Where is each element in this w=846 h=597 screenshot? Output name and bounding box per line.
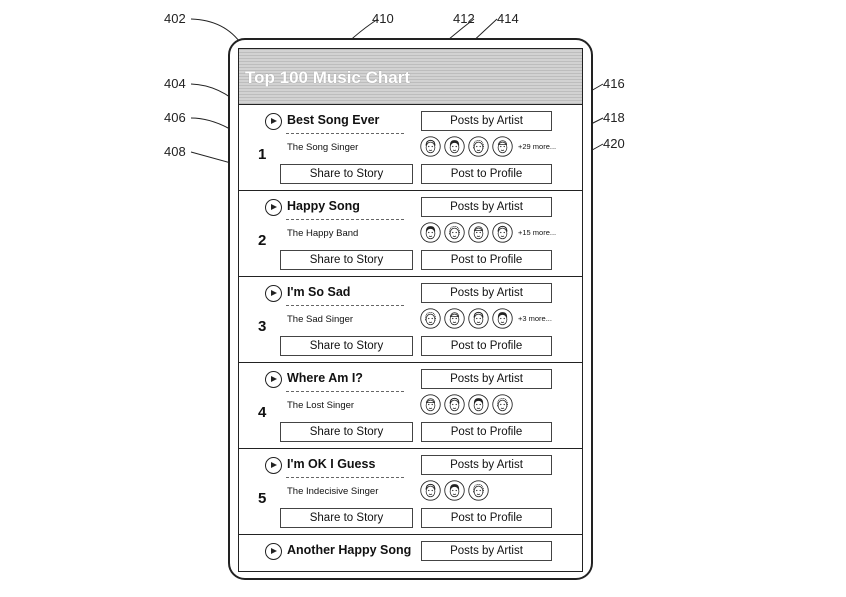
share-to-story-button[interactable]: Share to Story xyxy=(280,250,413,270)
play-icon[interactable] xyxy=(265,199,282,216)
face-avatar-icon[interactable] xyxy=(444,393,465,415)
page-title: Top 100 Music Chart xyxy=(245,68,410,87)
face-avatar-icon[interactable] xyxy=(444,479,465,501)
face-avatar-icon[interactable] xyxy=(468,135,489,157)
song-title[interactable]: Best Song Ever xyxy=(287,113,380,127)
divider-line xyxy=(286,391,404,392)
face-avatar-icon[interactable] xyxy=(420,135,441,157)
face-avatar-icon[interactable] xyxy=(420,479,441,501)
device-screen: Top 100 Music Chart Best Song Ever 1 The… xyxy=(238,48,583,572)
song-title[interactable]: Another Happy Song xyxy=(287,543,412,557)
artist-name[interactable]: The Lost Singer xyxy=(287,400,355,411)
share-to-story-button[interactable]: Share to Story xyxy=(280,422,413,442)
rank-number: 5 xyxy=(258,490,267,507)
artist-name[interactable]: The Happy Band xyxy=(287,228,359,239)
more-users-count[interactable]: +3 more... xyxy=(518,313,552,323)
face-avatar-icon[interactable] xyxy=(420,307,441,329)
post-to-profile-button[interactable]: Post to Profile xyxy=(421,336,552,356)
ref-406: 406 xyxy=(164,110,186,125)
user-avatars[interactable]: +3 more... xyxy=(420,307,552,329)
artist-name[interactable]: The Song Singer xyxy=(287,142,359,153)
share-to-story-button[interactable]: Share to Story xyxy=(280,164,413,184)
chart-entry: Best Song Ever 1 The Song Singer Posts b… xyxy=(239,105,582,191)
posts-by-artist-button[interactable]: Posts by Artist xyxy=(421,369,552,389)
post-to-profile-button[interactable]: Post to Profile xyxy=(421,508,552,528)
share-to-story-button[interactable]: Share to Story xyxy=(280,336,413,356)
play-icon[interactable] xyxy=(265,285,282,302)
face-avatar-icon[interactable] xyxy=(444,221,465,243)
more-users-count[interactable]: +15 more... xyxy=(518,227,557,237)
posts-by-artist-button[interactable]: Posts by Artist xyxy=(421,197,552,217)
face-avatar-icon[interactable] xyxy=(420,221,441,243)
ref-412: 412 xyxy=(453,11,475,26)
face-avatar-icon[interactable] xyxy=(420,393,441,415)
posts-by-artist-button[interactable]: Posts by Artist xyxy=(421,541,552,561)
face-avatar-icon[interactable] xyxy=(492,221,513,243)
ref-404: 404 xyxy=(164,76,186,91)
chart-entry: Another Happy Song Posts by Artist xyxy=(239,535,582,571)
rank-number: 1 xyxy=(258,146,267,163)
mobile-device-frame: Top 100 Music Chart Best Song Ever 1 The… xyxy=(228,38,593,580)
face-avatar-icon[interactable] xyxy=(444,307,465,329)
face-avatar-icon[interactable] xyxy=(468,307,489,329)
chart-entry: Where Am I? 4 The Lost Singer Posts by A… xyxy=(239,363,582,449)
posts-by-artist-button[interactable]: Posts by Artist xyxy=(421,283,552,303)
post-to-profile-button[interactable]: Post to Profile xyxy=(421,422,552,442)
posts-by-artist-button[interactable]: Posts by Artist xyxy=(421,455,552,475)
face-avatar-icon[interactable] xyxy=(468,393,489,415)
play-icon[interactable] xyxy=(265,371,282,388)
artist-name[interactable]: The Indecisive Singer xyxy=(287,486,379,497)
face-avatar-icon[interactable] xyxy=(444,135,465,157)
rank-number: 3 xyxy=(258,318,267,335)
post-to-profile-button[interactable]: Post to Profile xyxy=(421,250,552,270)
face-avatar-icon[interactable] xyxy=(492,307,513,329)
user-avatars[interactable] xyxy=(420,393,518,415)
ref-410: 410 xyxy=(372,11,394,26)
chart-entry: Happy Song 2 The Happy Band Posts by Art… xyxy=(239,191,582,277)
divider-line xyxy=(286,219,404,220)
ref-420: 420 xyxy=(603,136,625,151)
song-title[interactable]: Where Am I? xyxy=(287,371,363,385)
ref-402: 402 xyxy=(164,11,186,26)
play-icon[interactable] xyxy=(265,113,282,130)
divider-line xyxy=(286,133,404,134)
face-avatar-icon[interactable] xyxy=(468,221,489,243)
ref-408: 408 xyxy=(164,144,186,159)
song-title[interactable]: I'm OK I Guess xyxy=(287,457,376,471)
divider-line xyxy=(286,305,404,306)
share-to-story-button[interactable]: Share to Story xyxy=(280,508,413,528)
play-icon[interactable] xyxy=(265,543,282,560)
chart-header: Top 100 Music Chart xyxy=(239,49,582,105)
face-avatar-icon[interactable] xyxy=(492,393,513,415)
chart-entry: I'm So Sad 3 The Sad Singer Posts by Art… xyxy=(239,277,582,363)
face-avatar-icon[interactable] xyxy=(468,479,489,501)
user-avatars[interactable] xyxy=(420,479,494,501)
artist-name[interactable]: The Sad Singer xyxy=(287,314,354,325)
user-avatars[interactable]: +29 more... xyxy=(420,135,556,157)
user-avatars[interactable]: +15 more... xyxy=(420,221,556,243)
ref-418: 418 xyxy=(603,110,625,125)
divider-line xyxy=(286,477,404,478)
ref-416: 416 xyxy=(603,76,625,91)
more-users-count[interactable]: +29 more... xyxy=(518,141,557,151)
chart-entry: I'm OK I Guess 5 The Indecisive Singer P… xyxy=(239,449,582,535)
rank-number: 2 xyxy=(258,232,267,249)
song-title[interactable]: I'm So Sad xyxy=(287,285,351,299)
rank-number: 4 xyxy=(258,404,267,421)
face-avatar-icon[interactable] xyxy=(492,135,513,157)
posts-by-artist-button[interactable]: Posts by Artist xyxy=(421,111,552,131)
post-to-profile-button[interactable]: Post to Profile xyxy=(421,164,552,184)
song-title[interactable]: Happy Song xyxy=(287,199,360,213)
ref-414: 414 xyxy=(497,11,519,26)
play-icon[interactable] xyxy=(265,457,282,474)
